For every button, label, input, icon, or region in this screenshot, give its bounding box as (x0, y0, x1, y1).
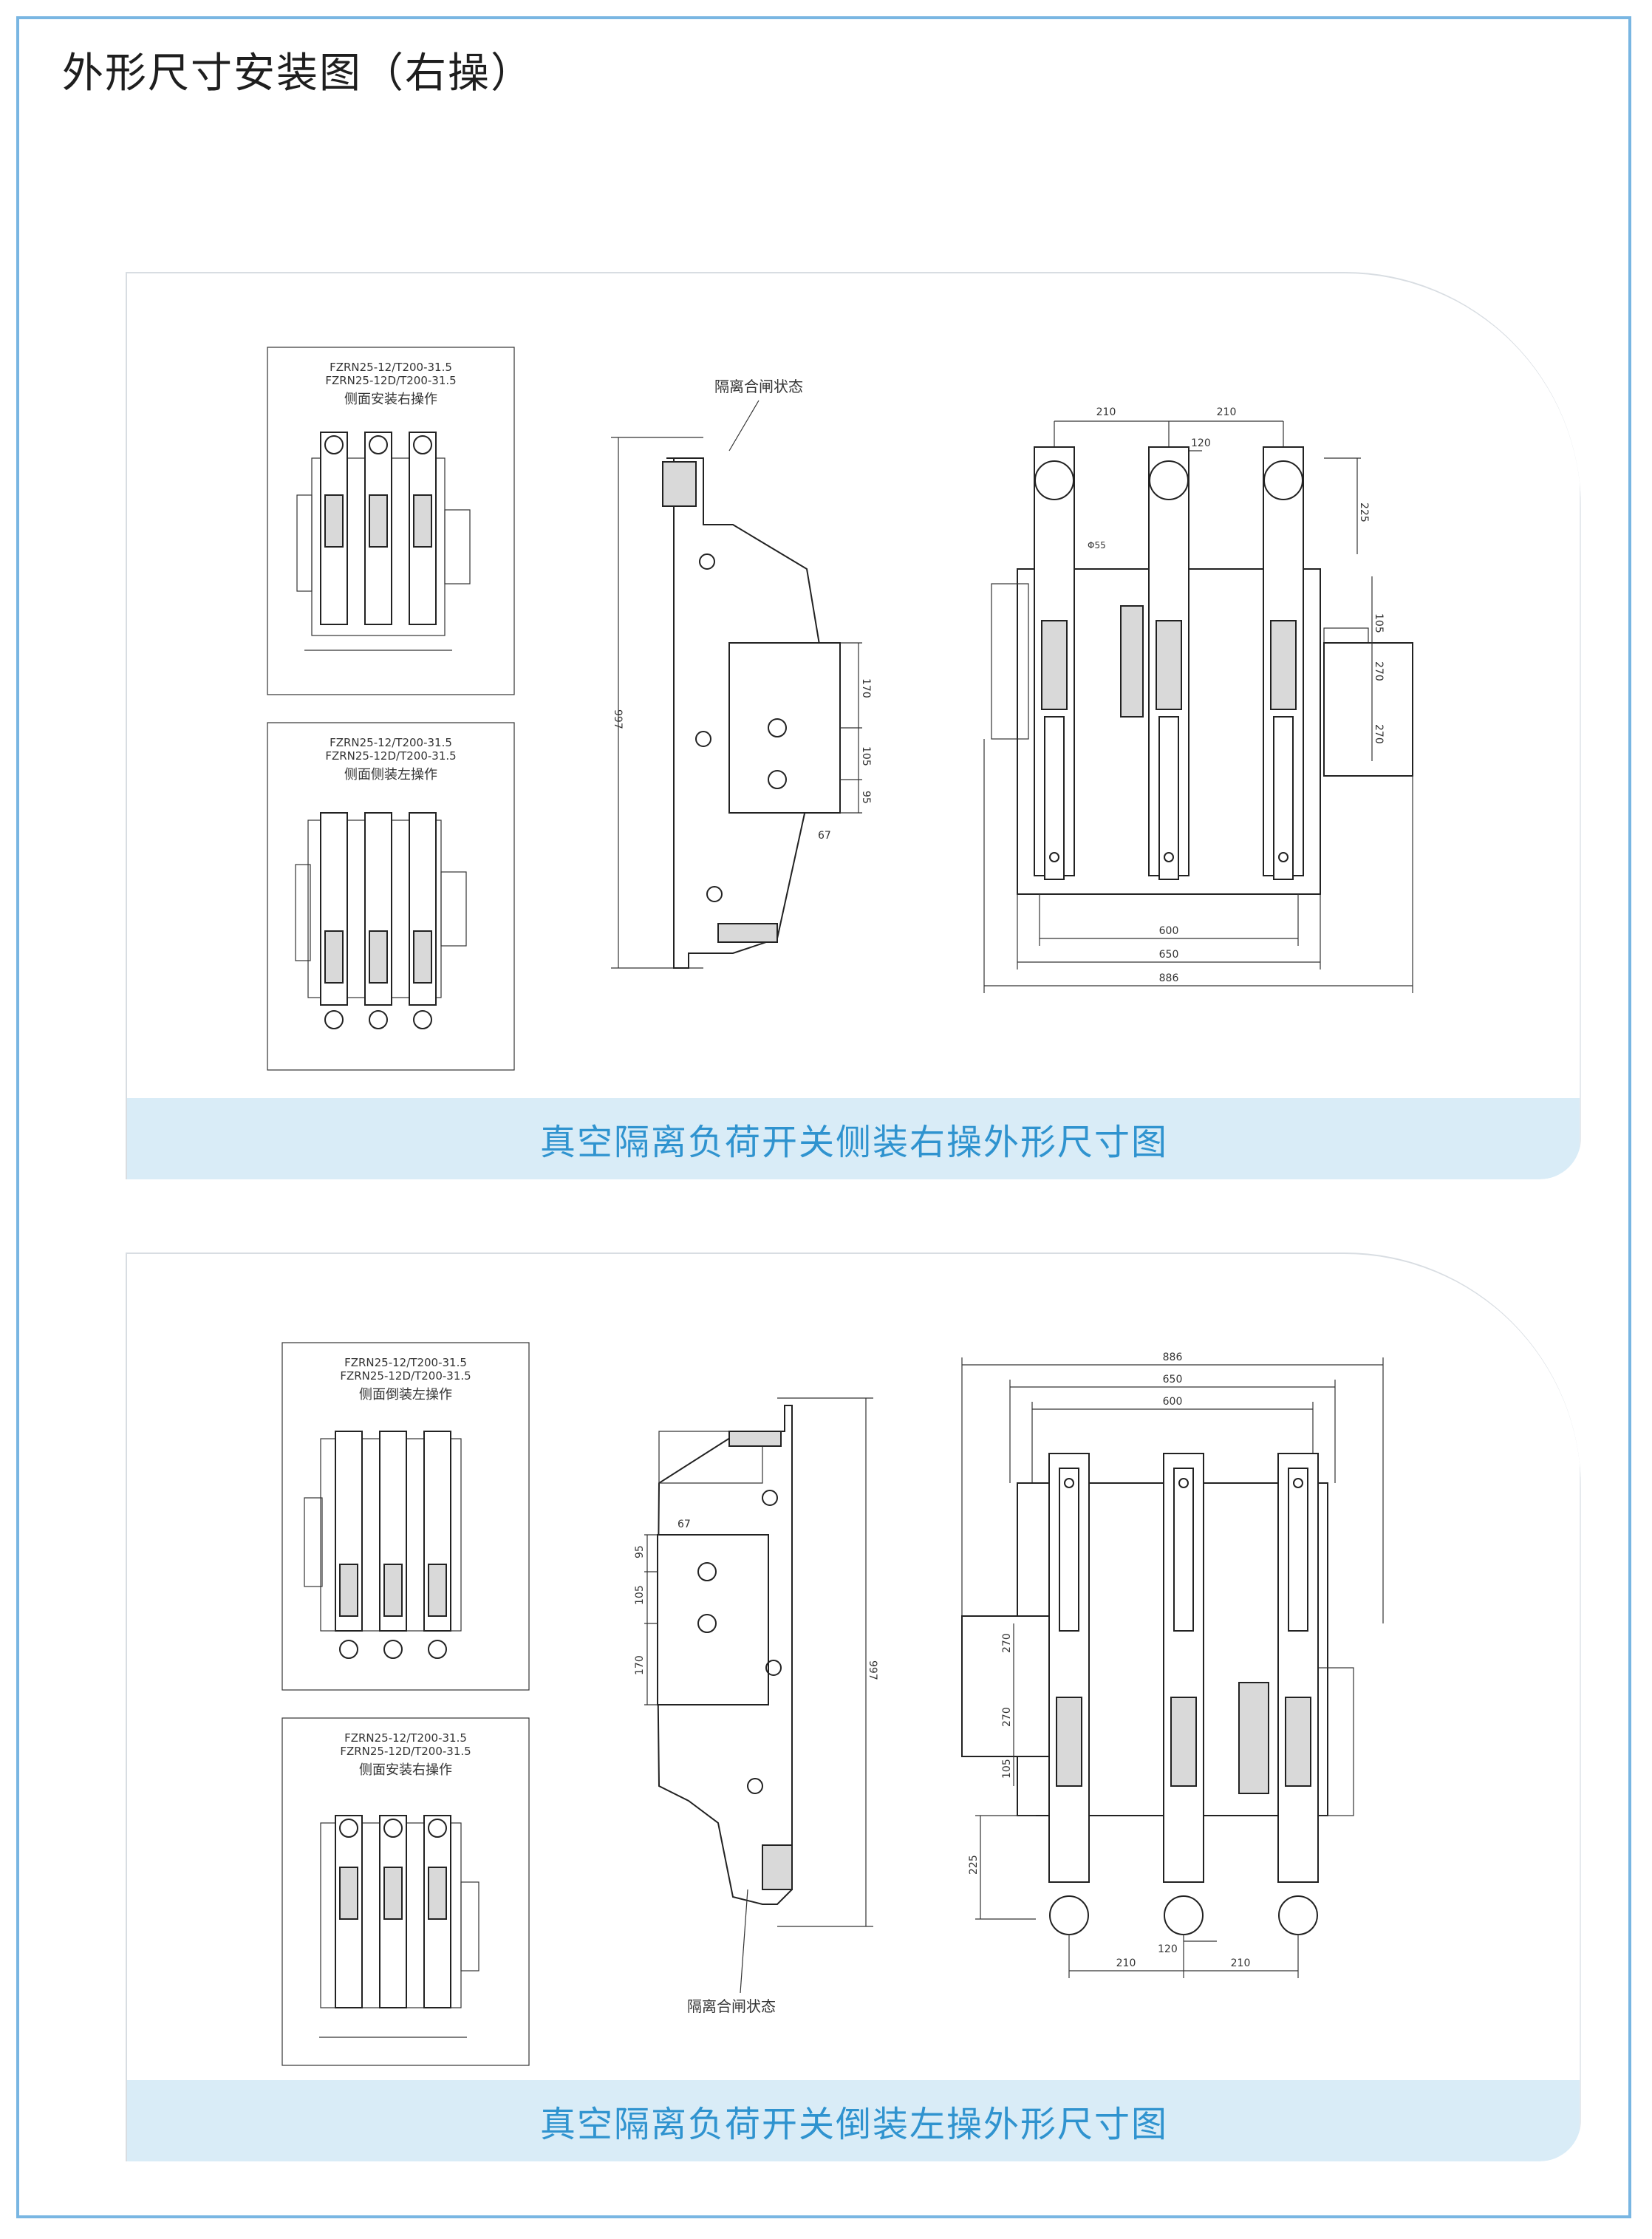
thumb-model-line2: FZRN25-12D/T200-31.5 (340, 1745, 471, 1758)
drawing-panel-left-operation: FZRN25-12/T200-31.5 FZRN25-12D/T200-31.5… (126, 1253, 1581, 2161)
thumb-label: 侧面倒装左操作 (359, 1387, 452, 1403)
thumb-model-line1: FZRN25-12/T200-31.5 (344, 1731, 467, 1745)
dim-600: 600 (1159, 925, 1179, 937)
thumbnail-switch-drawing (295, 812, 467, 1029)
thumbnail-switch-drawing (296, 432, 471, 651)
thumb-model-line1: FZRN25-12/T200-31.5 (344, 1356, 467, 1369)
dim-997: 997 (867, 1660, 878, 1680)
dim-105: 105 (860, 746, 872, 766)
dim-67: 67 (677, 1519, 691, 1530)
dim-210-a: 210 (1096, 406, 1116, 418)
thumbnail-1: FZRN25-12/T200-31.5 FZRN25-12D/T200-31.5… (267, 347, 515, 695)
thumb-model-line2: FZRN25-12D/T200-31.5 (340, 1369, 471, 1383)
dim-170: 170 (860, 678, 872, 698)
dim-270-a: 270 (1001, 1633, 1013, 1653)
thumb-model-line2: FZRN25-12D/T200-31.5 (325, 749, 456, 763)
side-view-drawing: 隔离合闸状态 997 170 105 95 67 (611, 378, 872, 969)
thumbnail-2: FZRN25-12/T200-31.5 FZRN25-12D/T200-31.5… (267, 722, 515, 1071)
thumbnail-2: FZRN25-12/T200-31.5 FZRN25-12D/T200-31.5… (281, 1717, 530, 2066)
dim-225: 225 (968, 1855, 980, 1875)
state-label: 隔离合闸状态 (714, 378, 803, 395)
dim-886: 886 (1163, 1352, 1183, 1363)
panel-caption: 真空隔离负荷开关侧装右操外形尺寸图 (539, 1122, 1168, 1163)
thumbnail-switch-drawing (304, 1431, 462, 1659)
dim-650: 650 (1159, 949, 1179, 961)
dim-210-b: 210 (1231, 1957, 1251, 1969)
drawing-panel-right-operation: FZRN25-12/T200-31.5 FZRN25-12D/T200-31.5… (126, 272, 1581, 1179)
dim-95: 95 (634, 1545, 646, 1558)
front-view-drawing: 210 210 120 Φ55 225 105 270 270 (983, 406, 1413, 993)
thumb-model-line2: FZRN25-12D/T200-31.5 (325, 374, 456, 387)
dim-95: 95 (860, 791, 872, 804)
dim-105-right: 105 (1373, 613, 1385, 633)
dim-120: 120 (1191, 437, 1211, 449)
thumb-model-line1: FZRN25-12/T200-31.5 (330, 361, 452, 374)
thumb-label: 侧面安装右操作 (344, 392, 437, 407)
dim-270-b: 270 (1373, 724, 1385, 744)
caption-bar: 真空隔离负荷开关侧装右操外形尺寸图 (127, 1098, 1581, 1179)
drawing-sheet-2: FZRN25-12/T200-31.5 FZRN25-12D/T200-31.5… (281, 1342, 1384, 2066)
thumb-model-line1: FZRN25-12/T200-31.5 (330, 736, 452, 749)
front-view-drawing: 886 650 600 270 270 105 225 120 210 (961, 1352, 1384, 1978)
dim-170: 170 (634, 1655, 646, 1675)
drawing-sheet-1: FZRN25-12/T200-31.5 FZRN25-12D/T200-31.5… (267, 347, 1413, 1071)
thumb-label: 侧面侧装左操作 (344, 767, 437, 783)
dim-886: 886 (1159, 972, 1179, 984)
thumbnail-switch-drawing (319, 1815, 479, 2038)
dim-210-a: 210 (1116, 1957, 1136, 1969)
dim-650: 650 (1163, 1374, 1183, 1386)
dim-225: 225 (1358, 502, 1370, 522)
dim-phi55: Φ55 (1088, 540, 1106, 551)
dim-270-b: 270 (1001, 1707, 1013, 1727)
dim-270-a: 270 (1373, 661, 1385, 681)
dim-210-b: 210 (1217, 406, 1237, 418)
dim-600: 600 (1163, 1396, 1183, 1408)
dim-105: 105 (634, 1585, 646, 1605)
state-label: 隔离合闸状态 (687, 1997, 776, 2015)
thumb-label: 侧面安装右操作 (359, 1762, 452, 1778)
thumbnail-1: FZRN25-12/T200-31.5 FZRN25-12D/T200-31.5… (281, 1342, 530, 1691)
page-title: 外形尺寸安装图（右操） (62, 50, 533, 98)
dim-67: 67 (818, 830, 831, 842)
dim-105-left: 105 (1001, 1759, 1013, 1779)
caption-bar: 真空隔离负荷开关倒装左操外形尺寸图 (127, 2080, 1581, 2161)
side-view-drawing: 997 67 95 105 170 隔离合闸状态 (634, 1397, 878, 2015)
dim-997: 997 (612, 709, 624, 729)
page-frame (16, 16, 1631, 2218)
dim-120: 120 (1158, 1943, 1178, 1955)
panel-caption: 真空隔离负荷开关倒装左操外形尺寸图 (539, 2104, 1168, 2145)
